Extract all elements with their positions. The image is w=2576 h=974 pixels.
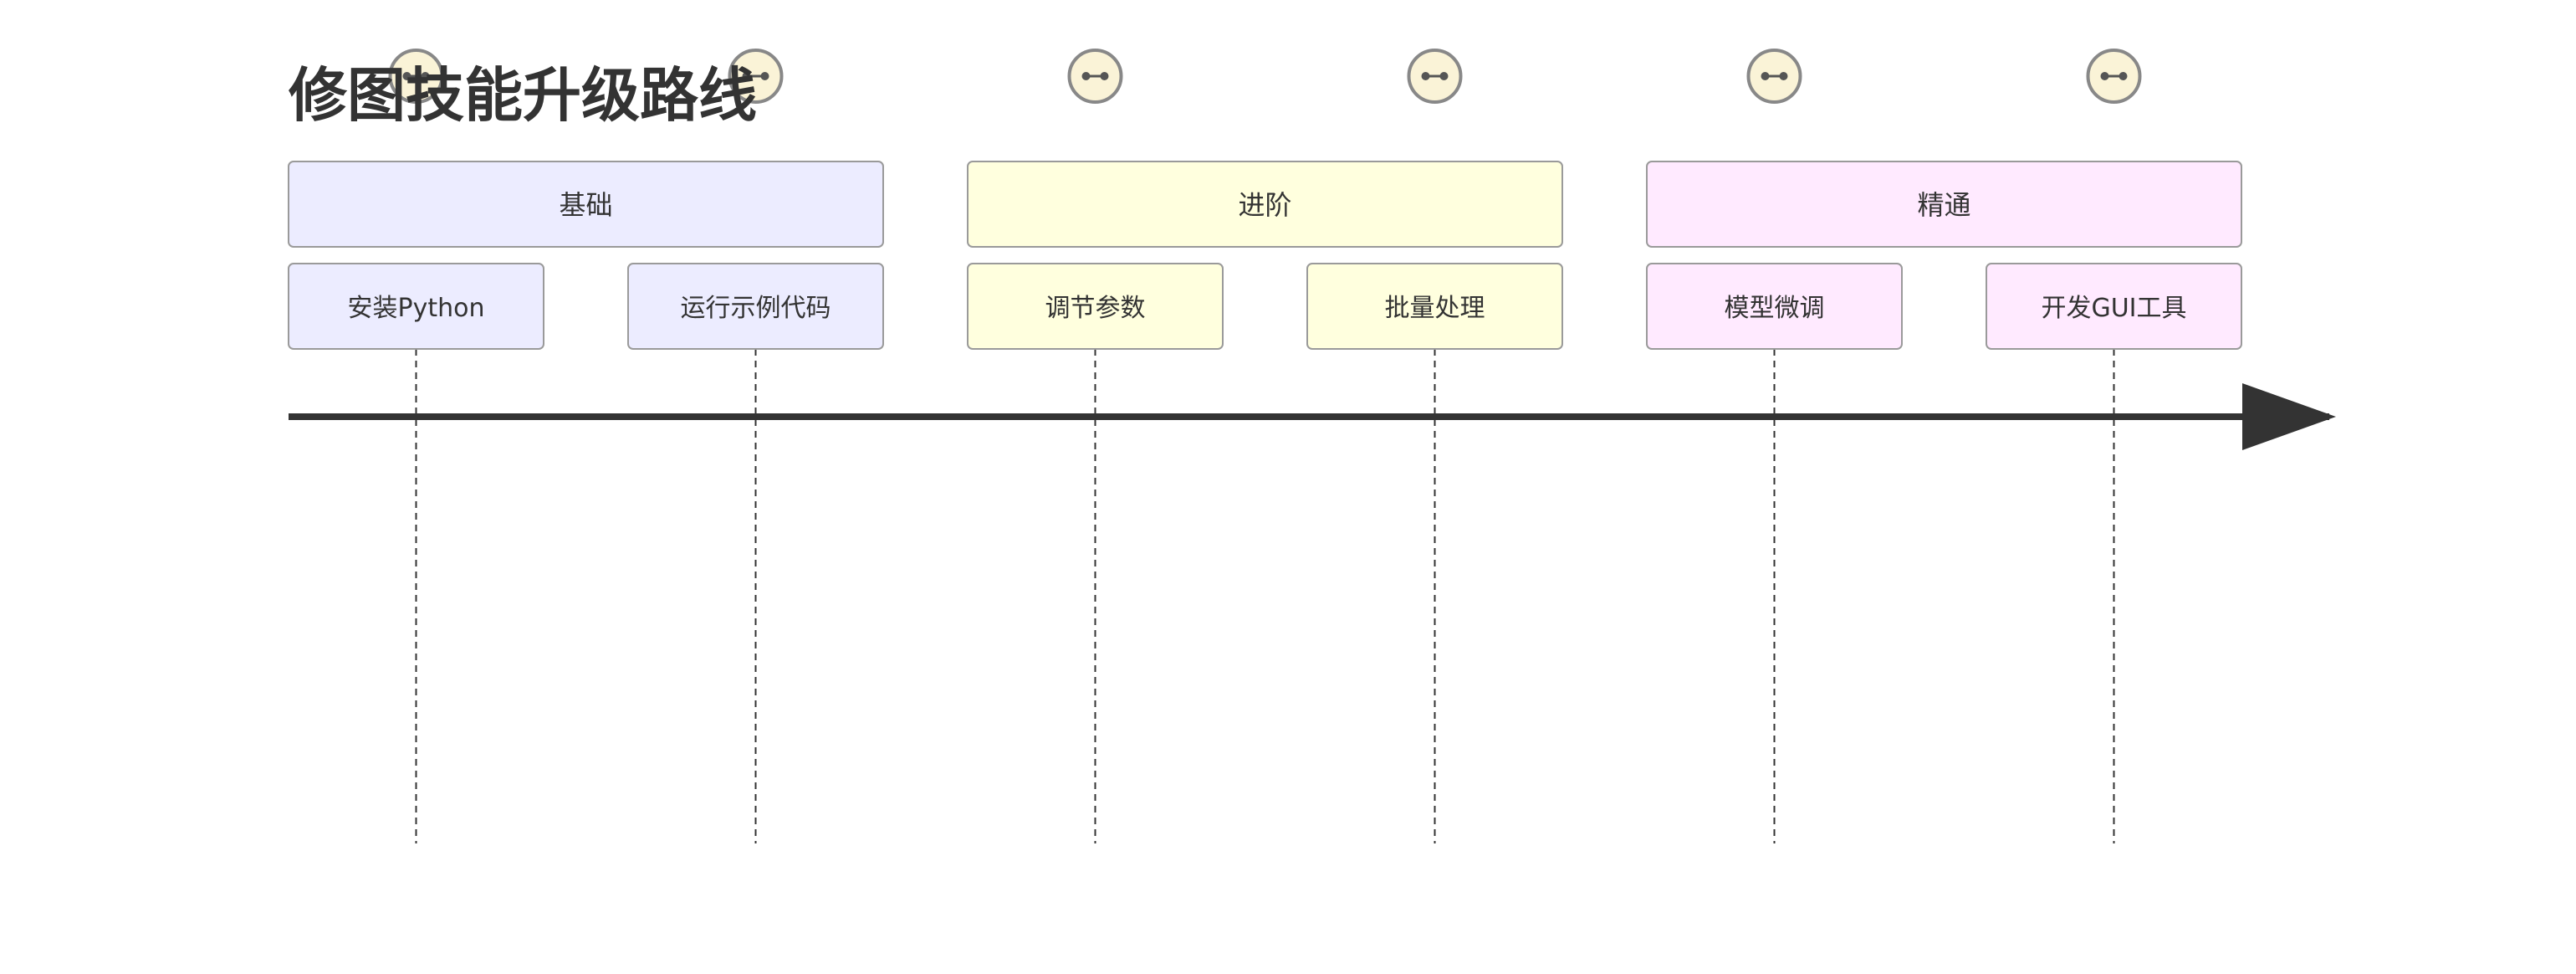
event-box: 模型微调 xyxy=(1646,263,1903,350)
event-box-rect xyxy=(1986,263,2242,350)
diagram-title: 修图技能升级路线 xyxy=(289,61,757,130)
event-box-rect xyxy=(288,263,544,350)
event-box-rect xyxy=(627,263,884,350)
section-label: 基础 xyxy=(559,189,612,221)
timeline-marker-icon xyxy=(1746,49,1802,104)
section-box-rect xyxy=(288,161,884,248)
section-box-rect xyxy=(1646,161,2242,248)
event-label: 调节参数 xyxy=(1045,294,1146,323)
event-box: 安装Python xyxy=(288,263,544,350)
timeline-marker-icon xyxy=(388,49,444,104)
event-box: 批量处理 xyxy=(1306,263,1563,350)
event-box-rect xyxy=(1306,263,1563,350)
timeline-marker-icon xyxy=(1407,49,1463,104)
timeline-marker-icon xyxy=(1067,49,1123,104)
event-box: 运行示例代码 xyxy=(627,263,884,350)
event-label: 模型微调 xyxy=(1725,294,1825,323)
section-boxes-layer: 基础 进阶 精通 xyxy=(288,161,2242,248)
event-box-rect xyxy=(1646,263,1903,350)
dashed-lines-layer xyxy=(415,349,2115,843)
timeline-marker-icon xyxy=(2086,49,2142,104)
event-label: 批量处理 xyxy=(1385,294,1485,323)
timeline-marker-icon xyxy=(728,49,784,104)
section-box-rect xyxy=(967,161,1563,248)
section-box: 精通 xyxy=(1646,161,2242,248)
section-label: 进阶 xyxy=(1238,189,1291,221)
event-box: 开发GUI工具 xyxy=(1986,263,2242,350)
section-box: 基础 xyxy=(288,161,884,248)
section-label: 精通 xyxy=(1917,189,1970,221)
event-boxes-layer: 安装Python 运行示例代码 调节参数 批量处理 模型微调 开发GUI工具 xyxy=(288,263,2242,350)
event-label: 开发GUI工具 xyxy=(2041,294,2186,323)
event-box-rect xyxy=(967,263,1224,350)
event-label: 安装Python xyxy=(348,294,485,323)
timeline-icons-layer xyxy=(388,49,2142,104)
event-box: 调节参数 xyxy=(967,263,1224,350)
event-label: 运行示例代码 xyxy=(681,294,831,323)
section-box: 进阶 xyxy=(967,161,1563,248)
